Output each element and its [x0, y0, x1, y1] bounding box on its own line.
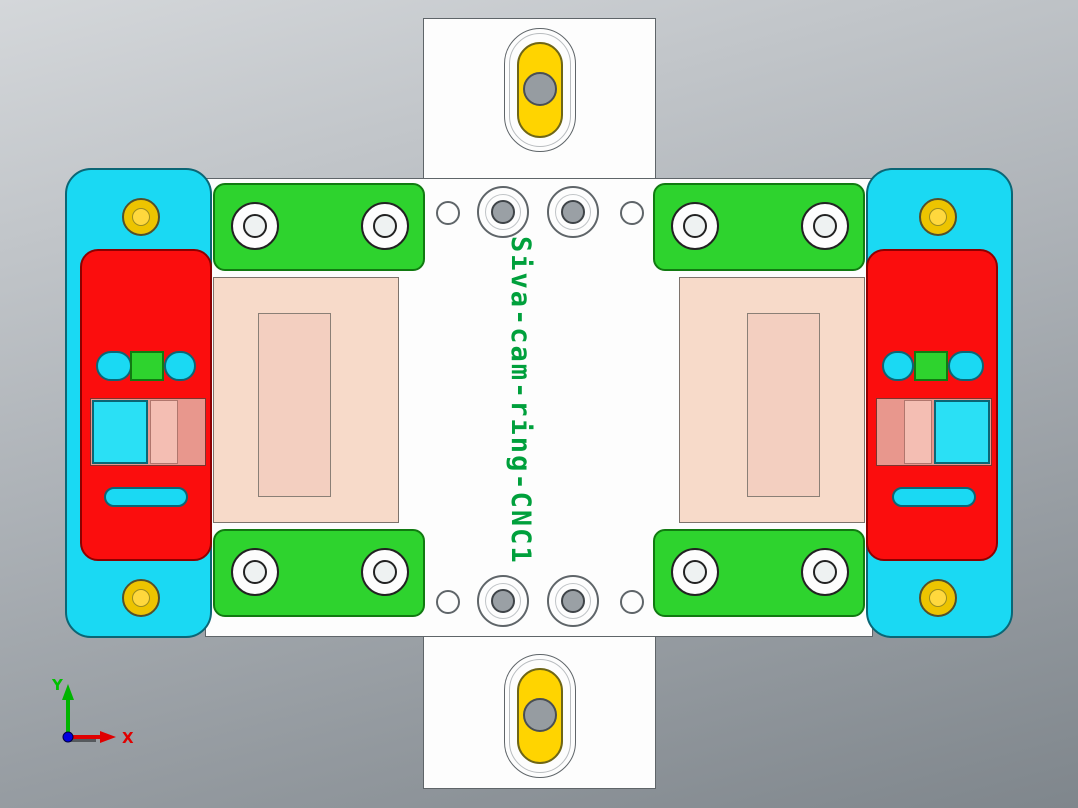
clamp-slot-right[interactable] [892, 487, 976, 507]
x-axis-label: X [122, 729, 134, 747]
workpiece-pocket-left [258, 313, 331, 497]
clamp-right[interactable] [866, 249, 998, 561]
pin-hole-bottom-left[interactable] [436, 590, 460, 614]
locating-hole-top-b[interactable] [547, 186, 599, 238]
orientation-triad[interactable]: Y X [38, 672, 148, 768]
clamp-slider-right[interactable] [934, 400, 990, 464]
clamp-pad-top-left[interactable] [213, 183, 425, 271]
clamp-pad-bottom-right[interactable] [653, 529, 865, 617]
pad-bolt[interactable] [231, 548, 279, 596]
locating-hole-bottom-a[interactable] [477, 575, 529, 627]
pin-hole-top-right[interactable] [620, 201, 644, 225]
clamp-window-left-a[interactable] [96, 351, 132, 381]
bolt-head [132, 589, 150, 607]
x-axis-arrowhead [100, 731, 116, 743]
hole-bore [491, 589, 515, 613]
y-axis-arrowhead [62, 684, 74, 700]
z-origin-dot[interactable] [62, 731, 74, 743]
clamp-slider-left[interactable] [92, 400, 148, 464]
hole-bore [491, 200, 515, 224]
hole-ring [485, 583, 521, 619]
pin-hole-top-left[interactable] [436, 201, 460, 225]
hole-bore [561, 589, 585, 613]
clamp-pad-top-right[interactable] [653, 183, 865, 271]
bottom-mount-slot[interactable] [504, 654, 576, 778]
bolt-hole [373, 214, 397, 238]
part-label: Siva-cam-ring-CNC1 [505, 235, 536, 565]
clamp-indicator-left[interactable] [130, 351, 164, 381]
pad-bolt[interactable] [231, 202, 279, 250]
locating-hole-bottom-b[interactable] [547, 575, 599, 627]
hole-ring [555, 583, 591, 619]
bolt-hole [813, 214, 837, 238]
bolt-head [929, 589, 947, 607]
corner-bolt-bottom-right[interactable] [919, 579, 957, 617]
pin-hole-bottom-right[interactable] [620, 590, 644, 614]
pad-bolt[interactable] [361, 202, 409, 250]
y-axis-label: Y [51, 676, 64, 694]
clamp-window-right-b[interactable] [948, 351, 984, 381]
bolt-hole [243, 560, 267, 584]
workpiece-right[interactable] [679, 277, 865, 523]
workpiece-pocket-right [747, 313, 820, 497]
clamp-slider-pad-left [150, 400, 178, 464]
locating-hole-top-a[interactable] [477, 186, 529, 238]
slot-inner-edge [509, 33, 571, 147]
slot-inner-edge [509, 659, 571, 773]
bolt-hole [243, 214, 267, 238]
pad-bolt[interactable] [671, 202, 719, 250]
clamp-window-left-b[interactable] [164, 351, 196, 381]
clamp-left[interactable] [80, 249, 212, 561]
top-mount-slot[interactable] [504, 28, 576, 152]
slot-bolt-hole[interactable] [523, 698, 557, 732]
slot-bolt-hole[interactable] [523, 72, 557, 106]
clamp-indicator-right[interactable] [914, 351, 948, 381]
clamp-window-right-a[interactable] [882, 351, 914, 381]
clamp-slot-left[interactable] [104, 487, 188, 507]
pad-bolt[interactable] [801, 548, 849, 596]
corner-bolt-bottom-left[interactable] [122, 579, 160, 617]
pad-bolt[interactable] [671, 548, 719, 596]
bolt-head [132, 208, 150, 226]
bolt-hole [813, 560, 837, 584]
bolt-hole [683, 560, 707, 584]
pad-bolt[interactable] [361, 548, 409, 596]
bolt-hole [373, 560, 397, 584]
hole-bore [561, 200, 585, 224]
workpiece-left[interactable] [213, 277, 399, 523]
corner-bolt-top-right[interactable] [919, 198, 957, 236]
hole-ring [555, 194, 591, 230]
clamp-pad-bottom-left[interactable] [213, 529, 425, 617]
clamp-slider-pad-right [904, 400, 932, 464]
bolt-head [929, 208, 947, 226]
hole-ring [485, 194, 521, 230]
corner-bolt-top-left[interactable] [122, 198, 160, 236]
bolt-hole [683, 214, 707, 238]
pad-bolt[interactable] [801, 202, 849, 250]
